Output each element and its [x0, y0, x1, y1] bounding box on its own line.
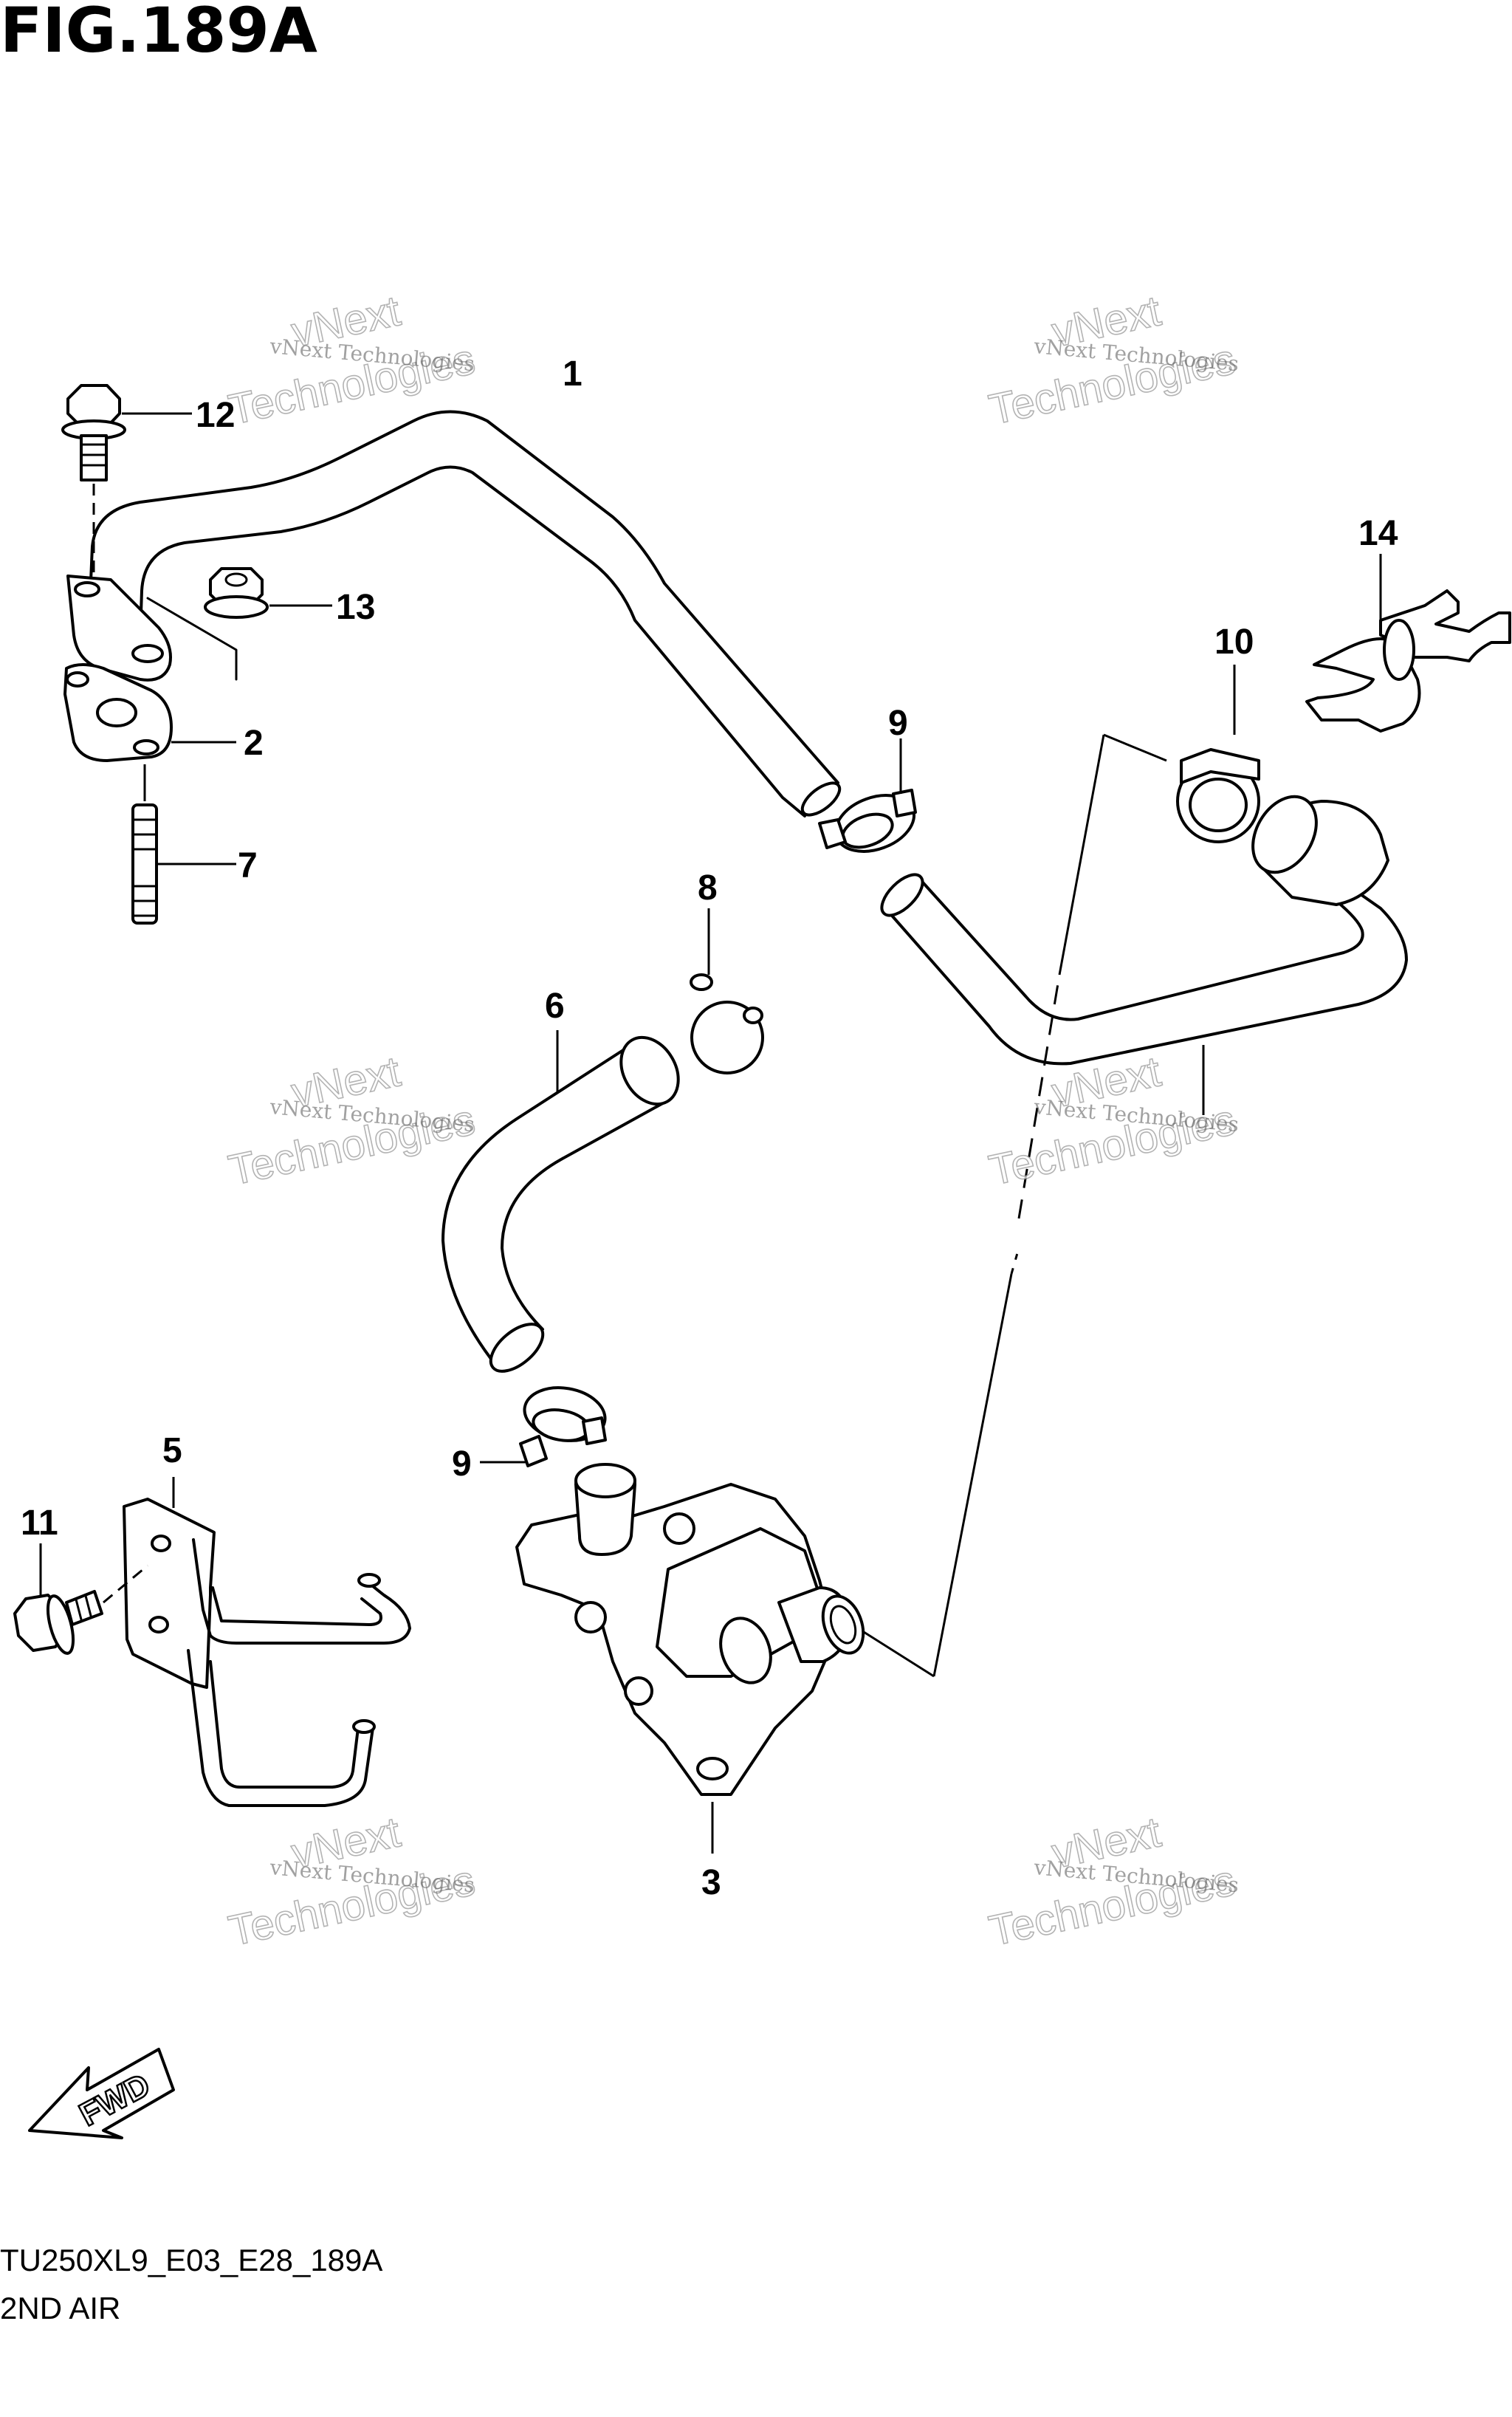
- part-13-nut: [204, 567, 332, 619]
- part-12-bolt: [61, 384, 192, 572]
- callout-2: 2: [244, 724, 264, 763]
- part-10-clamp: [1176, 665, 1260, 843]
- part-1-flange: [66, 575, 238, 682]
- callout-11: 11: [21, 1504, 58, 1543]
- part-14-holder: [1305, 554, 1511, 733]
- figure-title: FIG.189A: [0, 0, 317, 66]
- watermark-3: vNext Technologies vNext Technologies: [224, 1047, 479, 1196]
- part-6-hose: [441, 1030, 680, 1373]
- callout-9-upper: 9: [888, 704, 908, 743]
- part-8-cap: [690, 908, 764, 1074]
- callout-10: 10: [1214, 623, 1254, 662]
- part-3-valve-assembly: [515, 974, 1061, 1854]
- watermark-4: vNext Technologies vNext Technologies: [984, 1047, 1240, 1196]
- callout-labels: 1 2 3 5 6 7 8 9 9 10 11 12 13 14: [21, 354, 1398, 1902]
- watermark-2: vNext Technologies vNext Technologies: [984, 287, 1240, 435]
- figure-name: 2ND AIR: [0, 2291, 120, 2325]
- part-7-stud-bolt: [131, 764, 236, 925]
- callout-5: 5: [162, 1431, 182, 1470]
- callout-6: 6: [545, 987, 565, 1026]
- callout-14: 14: [1358, 514, 1398, 553]
- callout-13: 13: [336, 588, 375, 627]
- part-5-bracket: [123, 1477, 411, 1807]
- callout-9-lower: 9: [452, 1444, 472, 1484]
- part-11-bolt: [13, 1543, 148, 1655]
- callout-7: 7: [238, 846, 258, 885]
- watermark-5: vNext Technologies vNext Technologies: [224, 1808, 479, 1956]
- part-9-clamp-upper: [818, 738, 917, 853]
- part-2-gasket: [63, 663, 236, 762]
- watermark-6: vNext Technologies vNext Technologies: [984, 1808, 1240, 1956]
- callout-8: 8: [698, 868, 718, 908]
- callout-12: 12: [196, 396, 235, 435]
- callout-3: 3: [701, 1863, 721, 1902]
- callout-1: 1: [563, 354, 583, 394]
- figure-code: TU250XL9_E03_E28_189A: [0, 2243, 382, 2277]
- part-4-hose: [880, 733, 1408, 1115]
- part-1-air-pipe: [89, 410, 842, 817]
- part-9-clamp-lower: [480, 1386, 607, 1467]
- fwd-arrow: FWD: [28, 2048, 175, 2139]
